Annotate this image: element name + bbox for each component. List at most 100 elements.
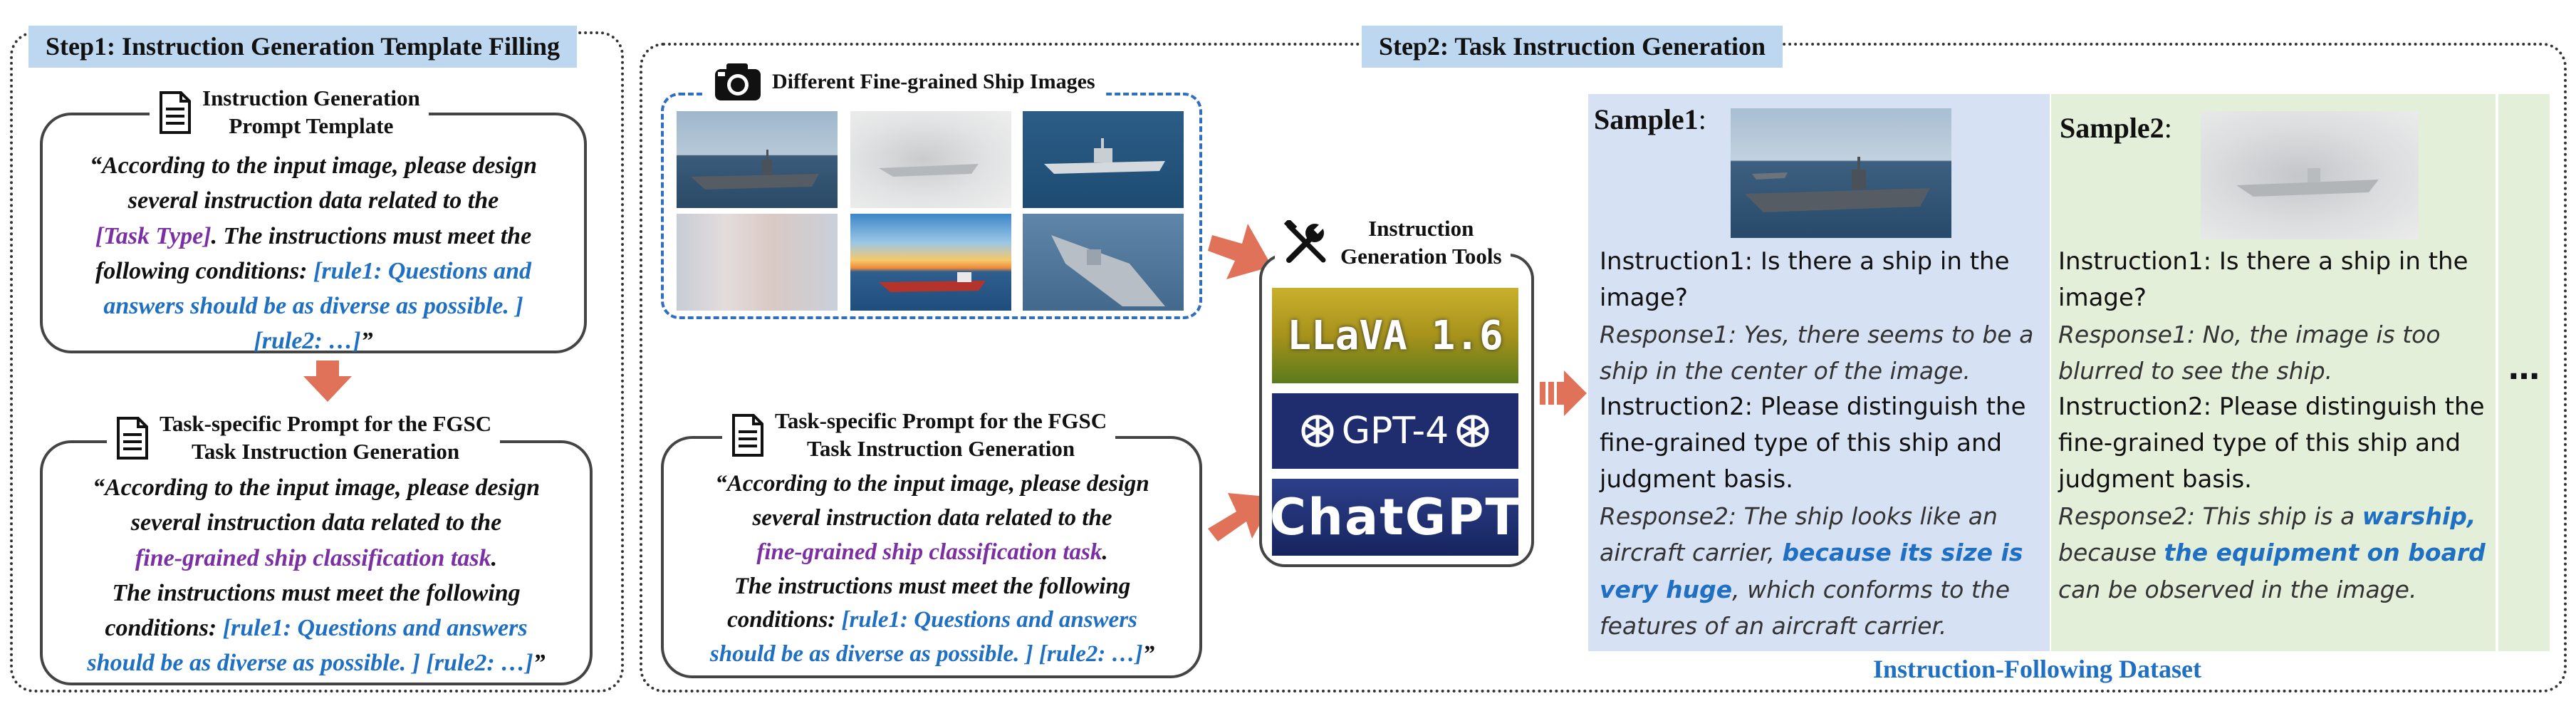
rule-text: should be as diverse as possible. ] [rul… bbox=[87, 650, 533, 677]
document-icon bbox=[732, 414, 763, 457]
sample2-content: Instruction1: Is there a ship in the ima… bbox=[2058, 244, 2488, 608]
arrow-tools-to-samples bbox=[1540, 370, 1587, 416]
template-prompt-text: “According to the input image, please de… bbox=[50, 148, 577, 359]
task-specific-prompt-title-step1: Task-specific Prompt for the FGSC Task I… bbox=[107, 409, 501, 467]
task-specific-prompt-box-step1 bbox=[40, 440, 593, 685]
rule1-text: [rule1: Questions and bbox=[313, 257, 532, 284]
tools-title-line1: Instruction bbox=[1368, 216, 1474, 242]
template-line: following conditions: bbox=[95, 257, 313, 284]
ship-image-blurred-2 bbox=[677, 214, 838, 311]
specific-line: . bbox=[491, 544, 498, 571]
sample1-colon: : bbox=[1698, 103, 1706, 135]
chatgpt-label: ChatGPT bbox=[1269, 488, 1521, 546]
step1-label: Step1: Instruction Generation Template F… bbox=[28, 26, 578, 68]
template-line: several instruction data related to the bbox=[127, 187, 499, 214]
template-line: . The instructions must meet the bbox=[211, 222, 532, 249]
response-highlight: the equipment on board bbox=[2164, 539, 2486, 567]
specific-line: conditions: bbox=[105, 615, 223, 642]
specific-line: . bbox=[1102, 539, 1108, 565]
ship-image-sunset-tanker bbox=[850, 214, 1011, 311]
images-title-text: Different Fine-grained Ship Images bbox=[772, 70, 1095, 94]
template-title-line1: Instruction Generation bbox=[202, 85, 420, 111]
gpt4-label: GPT-4 bbox=[1341, 410, 1449, 452]
dataset-label: Instruction-Following Dataset bbox=[1873, 655, 2201, 683]
gpt4-logo: GPT-4 bbox=[1272, 393, 1518, 469]
sample-more-card: … bbox=[2498, 94, 2550, 651]
specific-line: several instruction data related to the bbox=[130, 509, 502, 536]
sample2-instruction1: Instruction1: Is there a ship in the ima… bbox=[2058, 247, 2468, 312]
step2-label: Step2: Task Instruction Generation bbox=[1362, 26, 1783, 68]
arrow-prompt-to-tools bbox=[1208, 493, 1275, 541]
task-name: fine-grained ship classification task bbox=[756, 539, 1102, 565]
ship-image-carrier bbox=[677, 111, 838, 208]
down-arrow-icon bbox=[303, 360, 352, 402]
rule1-text: [rule1: Questions and answers bbox=[841, 607, 1137, 633]
sample2-ship-image bbox=[2201, 111, 2419, 239]
document-icon bbox=[160, 91, 191, 134]
sample1-ship-image bbox=[1731, 108, 1951, 238]
ship-image-frigate bbox=[1023, 111, 1184, 208]
sample1-name-text: Sample1 bbox=[1594, 103, 1699, 135]
specific-line: “According to the input image, please de… bbox=[715, 471, 1149, 497]
sample2-response2: Response2: This ship is a warship, becau… bbox=[2058, 498, 2488, 607]
chatgpt-logo: ChatGPT bbox=[1269, 479, 1521, 556]
specific-title-line2: Task Instruction Generation bbox=[807, 436, 1075, 461]
specific-prompt-text-step2: “According to the input image, please de… bbox=[667, 467, 1198, 672]
closing-quote: ” bbox=[360, 328, 373, 355]
sample2-name-text: Sample2 bbox=[2060, 112, 2164, 144]
arrow-images-to-tools bbox=[1208, 224, 1272, 279]
ship-images-title: Different Fine-grained Ship Images bbox=[705, 57, 1104, 107]
tools-icon bbox=[1283, 220, 1326, 263]
template-title-line2: Prompt Template bbox=[229, 113, 394, 138]
prompt-template-title: Instruction Generation Prompt Template bbox=[150, 84, 429, 141]
rule1-text-cont: answers should be as diverse as possible… bbox=[103, 293, 523, 320]
sample1-instruction1: Instruction1: Is there a ship in the ima… bbox=[1600, 247, 2010, 312]
response-text: can be observed in the image. bbox=[2058, 575, 2417, 603]
specific-title-line2: Task Instruction Generation bbox=[192, 439, 460, 464]
tools-title-line2: Generation Tools bbox=[1340, 244, 1502, 269]
document-icon bbox=[117, 417, 148, 460]
specific-title-line1: Task-specific Prompt for the FGSC bbox=[160, 411, 492, 437]
task-name: fine-grained ship classification task bbox=[135, 544, 491, 571]
specific-title-line1: Task-specific Prompt for the FGSC bbox=[775, 408, 1107, 434]
sample2-instruction2: Instruction2: Please distinguish the fin… bbox=[2058, 393, 2485, 494]
rule2-text: [rule2: …] bbox=[254, 328, 361, 355]
response-highlight: warship, bbox=[2362, 502, 2476, 531]
sample1-response1: Response1: Yes, there seems to be a ship… bbox=[1600, 321, 2034, 385]
task-specific-prompt-box-step2 bbox=[661, 436, 1202, 678]
sample1-instruction2: Instruction2: Please distinguish the fin… bbox=[1600, 393, 2026, 494]
specific-line: several instruction data related to the bbox=[752, 504, 1112, 531]
response-text: because bbox=[2058, 539, 2164, 567]
response-text: , which conforms to the features of an a… bbox=[1600, 575, 2011, 640]
rule1-text: [rule1: Questions and answers bbox=[222, 615, 528, 642]
sample1-name: Sample1: bbox=[1594, 103, 1706, 136]
response-highlight: because its size is very huge bbox=[1600, 539, 2023, 603]
closing-quote: ” bbox=[1142, 641, 1155, 668]
sample1-card: Sample1: Instruction1: Is there a ship i… bbox=[1588, 94, 2050, 651]
specific-prompt-text-step1: “According to the input image, please de… bbox=[47, 470, 585, 681]
ship-image-blurred-1 bbox=[850, 111, 1011, 208]
specific-line: “According to the input image, please de… bbox=[92, 474, 541, 501]
openai-icon bbox=[1456, 415, 1489, 447]
llava-label: LLaVA 1.6 bbox=[1287, 312, 1503, 359]
specific-line: conditions: bbox=[727, 607, 842, 633]
closing-quote: ” bbox=[533, 650, 546, 677]
openai-icon bbox=[1301, 415, 1334, 447]
generation-tools-title: Instruction Generation Tools bbox=[1275, 211, 1511, 275]
more-samples-ellipsis: … bbox=[2508, 351, 2540, 387]
sample2-colon: : bbox=[2164, 112, 2172, 144]
llava-logo: LLaVA 1.6 bbox=[1272, 288, 1518, 383]
camera-icon bbox=[715, 63, 761, 100]
sample1-content: Instruction1: Is there a ship in the ima… bbox=[1600, 244, 2041, 644]
sample2-response1: Response1: No, the image is too blurred … bbox=[2058, 321, 2441, 385]
ship-image-destroyer bbox=[1023, 214, 1184, 311]
sample1-response2: Response2: The ship looks like an aircra… bbox=[1600, 498, 2041, 644]
rule-text: should be as diverse as possible. ] [rul… bbox=[709, 641, 1143, 668]
task-type-placeholder: [Task Type] bbox=[95, 222, 212, 249]
response-text: Response2: This ship is a bbox=[2058, 502, 2362, 531]
task-specific-prompt-title-step2: Task-specific Prompt for the FGSC Task I… bbox=[722, 406, 1116, 465]
sample2-name: Sample2: bbox=[2060, 111, 2172, 145]
specific-line: The instructions must meet the following bbox=[112, 579, 521, 606]
response-text: Response2: The ship looks like an aircra… bbox=[1600, 502, 1998, 567]
sample2-card: Sample2: Instruction1: Is there a ship i… bbox=[2051, 94, 2496, 651]
